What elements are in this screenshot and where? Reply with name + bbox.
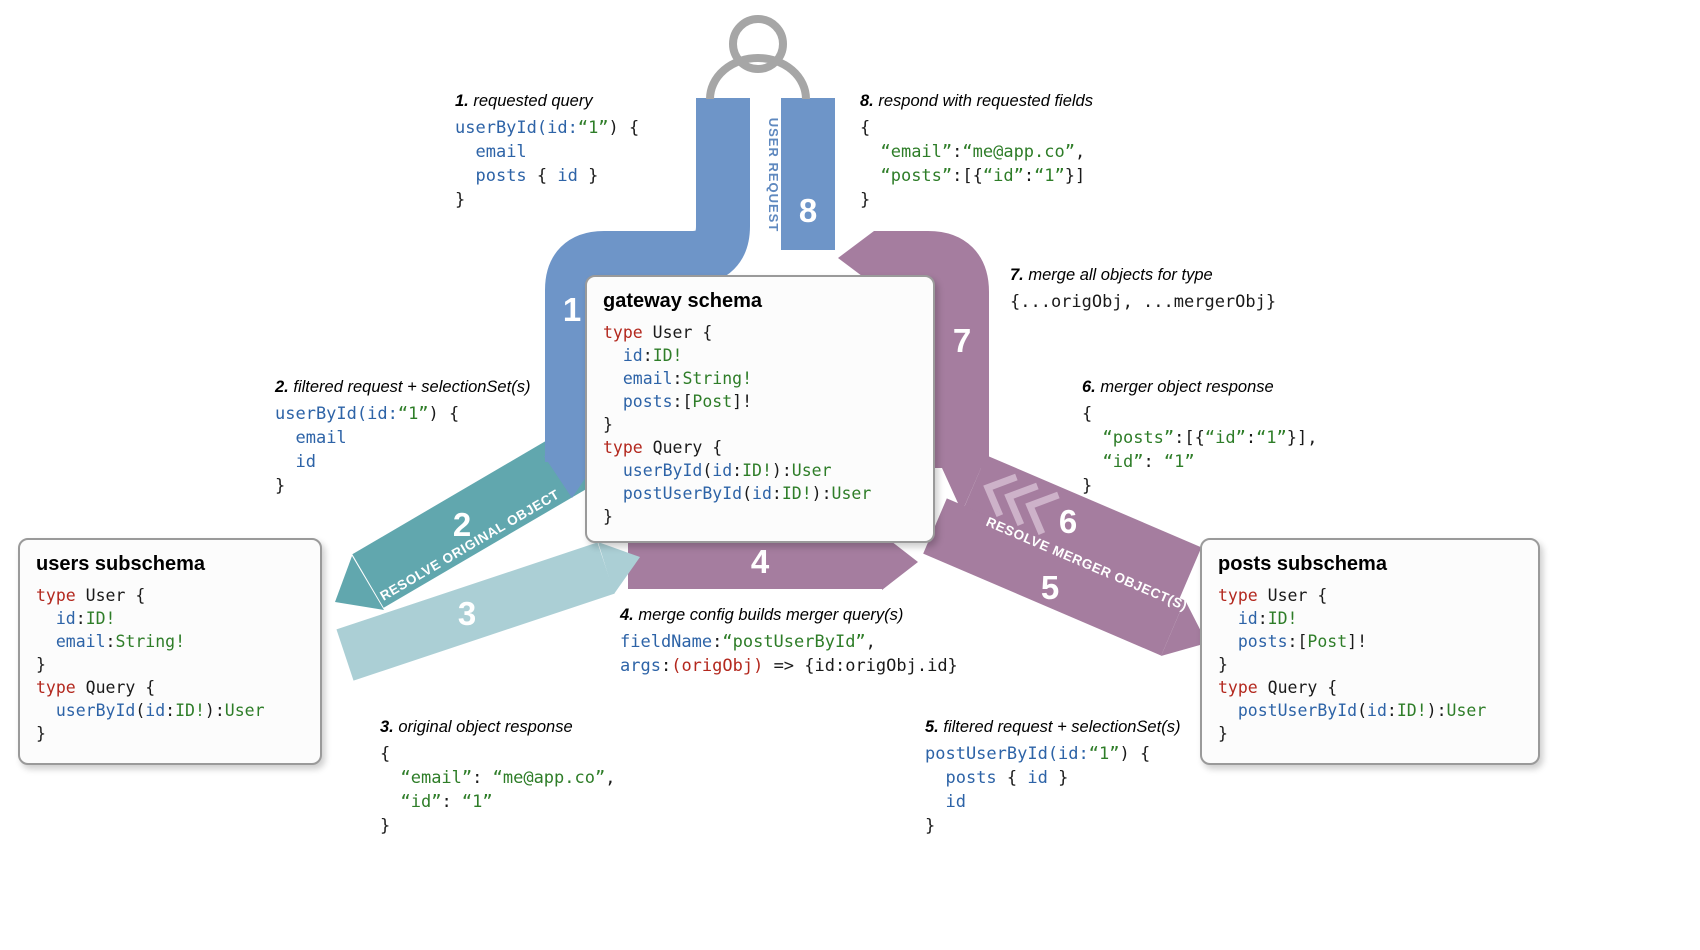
band-7-arrowhead-icon — [838, 231, 874, 285]
step-number-4: 4 — [751, 543, 770, 580]
annotation-step-3-text: original object response — [398, 718, 573, 736]
step-number-2: 2 — [453, 506, 471, 543]
posts-subschema-box: posts subschema type User { id:ID! posts… — [1200, 538, 1540, 765]
band-5-filtered-request — [923, 498, 1185, 656]
annotation-step-3: 3. original object response { “email”: “… — [380, 718, 615, 838]
step-number-3: 3 — [458, 595, 476, 632]
annotation-step-7-label: 7. merge all objects for type — [1010, 266, 1276, 285]
annotation-step-6-label: 6. merger object response — [1082, 378, 1318, 397]
band-7-merge-objects — [874, 231, 989, 468]
user-request-strip-label: USER REQUEST — [766, 118, 781, 233]
annotation-step-5-label: 5. filtered request + selectionSet(s) — [925, 718, 1180, 737]
band-6-chevron-stripes-icon — [983, 473, 1060, 536]
annotation-step-8-text: respond with requested fields — [878, 92, 1093, 110]
annotation-step-4-label: 4. merge config builds merger query(s) — [620, 606, 958, 625]
annotation-step-3-number: 3. — [380, 718, 394, 736]
annotation-step-6-code: { “posts”:[{“id”:“1”}], “id”: “1”} — [1082, 404, 1318, 496]
band-3-arrowhead-icon — [598, 542, 640, 594]
annotation-step-2-text: filtered request + selectionSet(s) — [293, 378, 531, 396]
band-2-filtered-request — [352, 431, 594, 608]
annotation-step-1-text: requested query — [473, 92, 593, 110]
annotation-step-4: 4. merge config builds merger query(s) f… — [620, 606, 958, 678]
posts-subschema-title: posts subschema — [1218, 553, 1387, 575]
users-subschema-box: users subschema type User { id:ID! email… — [18, 538, 322, 765]
annotation-step-2-label: 2. filtered request + selectionSet(s) — [275, 378, 530, 397]
user-icon — [706, 15, 810, 100]
users-subschema-code: type User { id:ID! email:String!}type Qu… — [36, 586, 265, 743]
step-number-6: 6 — [1059, 503, 1077, 540]
annotation-step-2-number: 2. — [275, 378, 289, 396]
annotation-step-8-label: 8. respond with requested fields — [860, 92, 1093, 111]
annotation-step-5-code: postUserById(id:“1”) { posts { id } id} — [925, 744, 1151, 836]
annotation-step-5-text: filtered request + selectionSet(s) — [943, 718, 1181, 736]
band-4-arrowhead-icon — [882, 534, 918, 590]
annotation-step-1-label: 1. requested query — [455, 92, 639, 111]
gateway-schema-box: gateway schema type User { id:ID! email:… — [585, 275, 935, 543]
annotation-step-8-code: { “email”:“me@app.co”, “posts”:[{“id”:“1… — [860, 118, 1086, 210]
annotation-step-7: 7. merge all objects for type {...origOb… — [1010, 266, 1276, 314]
annotation-step-5: 5. filtered request + selectionSet(s) po… — [925, 718, 1180, 838]
band-1-user-request — [545, 98, 750, 462]
annotation-step-7-text: merge all objects for type — [1028, 266, 1213, 284]
band-5-arrowhead-icon — [1161, 600, 1207, 656]
step-number-5: 5 — [1041, 569, 1059, 606]
annotation-step-3-label: 3. original object response — [380, 718, 615, 737]
gateway-schema-title: gateway schema — [603, 290, 762, 312]
annotation-step-8: 8. respond with requested fields { “emai… — [860, 92, 1093, 212]
users-subschema-title: users subschema — [36, 553, 205, 575]
annotation-step-6-number: 6. — [1082, 378, 1096, 396]
gateway-schema-code: type User { id:ID! email:String! posts:[… — [603, 323, 872, 526]
annotation-step-5-number: 5. — [925, 718, 939, 736]
step-number-8: 8 — [799, 192, 817, 229]
band-3-original-response — [336, 542, 615, 681]
band-2-arrowhead-icon — [335, 556, 384, 610]
step-number-7: 7 — [953, 322, 971, 359]
annotation-step-4-code: fieldName:“postUserById”,args:(origObj) … — [620, 632, 958, 676]
annotation-step-6-text: merger object response — [1100, 378, 1274, 396]
user-request-strip — [751, 96, 778, 254]
annotation-step-2: 2. filtered request + selectionSet(s) us… — [275, 378, 530, 498]
annotation-step-4-text: merge config builds merger query(s) — [638, 606, 904, 624]
annotation-step-2-code: userById(id:“1”) { email id} — [275, 404, 460, 496]
annotation-step-8-number: 8. — [860, 92, 874, 110]
annotation-step-7-code: {...origObj, ...mergerObj} — [1010, 292, 1277, 312]
annotation-step-1: 1. requested query userById(id:“1”) { em… — [455, 92, 639, 212]
annotation-step-4-number: 4. — [620, 606, 634, 624]
posts-subschema-code: type User { id:ID! posts:[Post]!}type Qu… — [1218, 586, 1487, 743]
annotation-step-6: 6. merger object response { “posts”:[{“i… — [1082, 378, 1318, 498]
annotation-step-7-number: 7. — [1010, 266, 1024, 284]
step-number-1: 1 — [563, 291, 581, 328]
annotation-step-3-code: { “email”: “me@app.co”, “id”: “1”} — [380, 744, 616, 836]
annotation-step-1-code: userById(id:“1”) { email posts { id }} — [455, 118, 640, 210]
annotation-step-1-number: 1. — [455, 92, 469, 110]
